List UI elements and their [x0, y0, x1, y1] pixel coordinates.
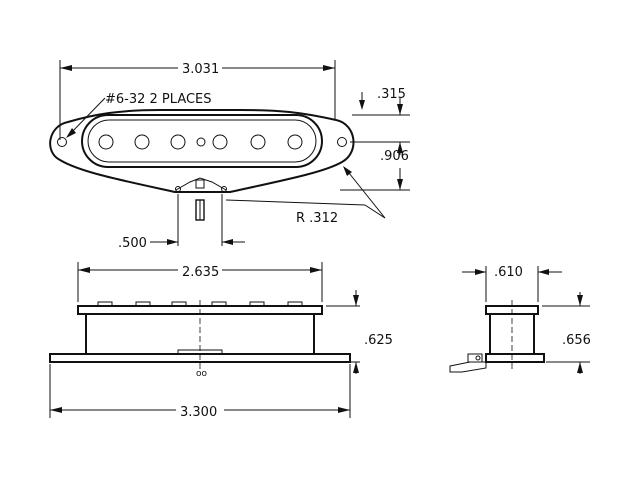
side-baseplate	[485, 353, 545, 363]
pole-piece-3	[170, 134, 186, 150]
label-mount-holes: #6-32 2 PLACES	[105, 92, 212, 107]
pickup-cover	[81, 114, 323, 168]
mount-hole-right	[337, 137, 347, 147]
pole-piece-5	[250, 134, 266, 150]
mount-hole-left	[57, 137, 67, 147]
pole-piece-6	[287, 134, 303, 150]
label-side-width: .610	[494, 265, 523, 280]
label-radius: R .312	[296, 211, 338, 226]
dimension-625: .625	[326, 290, 393, 374]
baseplate-outline	[49, 109, 355, 193]
center-hole	[196, 137, 206, 147]
lead-eyelet-right	[221, 186, 227, 192]
dimension-3-031: 3.031	[59, 60, 336, 140]
label-bobbin-length: 2.635	[182, 265, 219, 280]
lead-eyelet-left	[175, 186, 181, 192]
label-side-height: .656	[562, 333, 591, 348]
label-overall-length: 3.031	[182, 62, 219, 77]
dimension-906: .906	[340, 149, 410, 191]
pole-piece-1	[98, 134, 114, 150]
svg-text:oo: oo	[196, 369, 208, 379]
side-lead-tab	[449, 361, 487, 373]
side-view	[449, 300, 545, 373]
dimension-2-635: 2.635	[77, 262, 323, 302]
top-view	[49, 109, 355, 221]
lead-tab	[175, 177, 227, 191]
dimension-315: .315	[350, 87, 410, 155]
label-width: .906	[380, 149, 409, 164]
dimension-500: .500	[118, 194, 245, 251]
front-view: oo	[49, 300, 351, 379]
pole-piece-4	[212, 134, 228, 150]
dimension-656: .656	[542, 292, 591, 374]
label-height: .625	[364, 333, 393, 348]
pole-piece-2	[134, 134, 150, 150]
radius-callout: R .312	[225, 166, 386, 226]
label-hole-offset: .315	[377, 87, 406, 102]
label-base-length: 3.300	[180, 405, 217, 420]
label-lead-offset: .500	[118, 236, 147, 251]
dimension-610: .610	[462, 265, 562, 302]
pickup-cover-inner	[87, 119, 317, 163]
dimension-3-300: 3.300	[49, 364, 351, 420]
mount-hole-callout: #6-32 2 PLACES	[66, 92, 212, 138]
